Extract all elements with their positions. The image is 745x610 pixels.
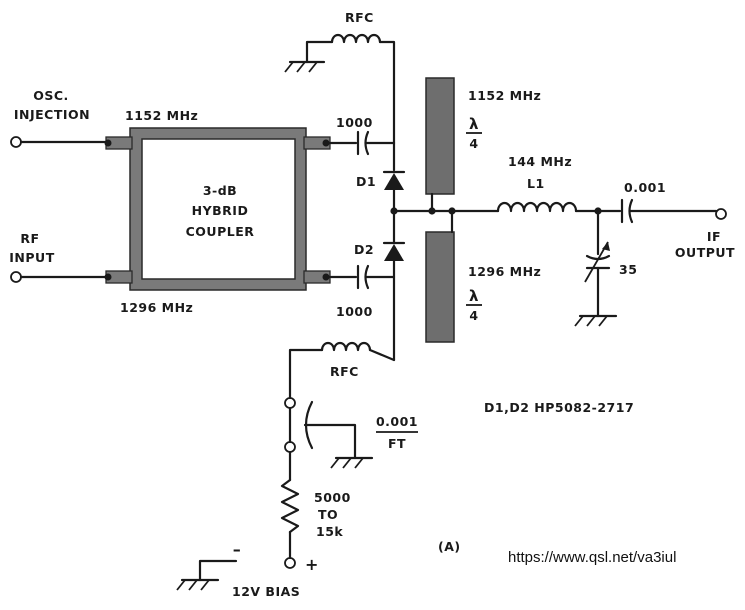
capacitor-1000-bottom [356,264,396,290]
ground-icon [330,456,374,469]
label-minus: – [233,540,242,559]
label-d1: D1 [356,174,376,189]
resistor-bias [280,478,300,534]
label-d2: D2 [354,242,374,257]
label-injection: INJECTION [14,107,90,122]
label-var-cap: 35 [619,262,637,277]
stub-1152 [425,77,455,195]
label-bias: 12V BIAS [232,584,300,599]
bias-positive-terminal [284,557,296,569]
label-four-top: 4 [469,136,478,151]
hybrid-coupler [104,127,331,291]
label-cap-top: 1000 [336,115,373,130]
label-four-bottom: 4 [469,308,478,323]
rfc-bottom [288,341,396,400]
label-coupler-line1: 3-dB [203,183,237,198]
label-resistor-3: 15k [316,524,343,539]
stub-1296 [425,231,455,343]
ground-icon [284,60,326,73]
label-output: OUTPUT [675,245,735,260]
label-stub-1152: 1152 MHz [468,88,541,103]
label-rfc-top: RFC [345,10,374,25]
label-plus: + [305,555,319,574]
feedthrough-capacitor [284,397,357,460]
label-ft: FT [388,436,406,451]
label-coupler-line3: COUPLER [186,224,255,239]
label-coupler-line2: HYBRID [192,203,249,218]
label-osc: OSC. [33,88,69,103]
label-input: INPUT [9,250,54,265]
label-diode-part: D1,D2 HP5082-2717 [484,400,634,415]
diode-d2 [382,241,406,261]
label-lambda-top: λ [469,115,479,133]
diode-d1 [382,170,406,190]
capacitor-0001-output [620,198,718,224]
label-144mhz: 144 MHz [508,154,572,169]
label-stub-1296: 1296 MHz [468,264,541,279]
label-l1: L1 [527,176,545,191]
label-if: IF [707,229,721,244]
label-cap-output: 0.001 [624,180,666,195]
rf-input-terminal [10,271,108,283]
label-rfc-bottom: RFC [330,364,359,379]
label-lambda-bottom: λ [469,287,479,305]
label-coupler-1296: 1296 MHz [120,300,193,315]
ground-icon [176,559,238,591]
label-figure: (A) [438,539,461,554]
label-cap-bottom: 1000 [336,304,373,319]
capacitor-1000-top [356,130,396,156]
label-coupler-1152: 1152 MHz [125,108,198,123]
label-resistor-2: TO [318,507,338,522]
label-rf: RF [20,231,39,246]
variable-capacitor-35 [584,209,611,318]
rfc-top [305,33,396,145]
osc-injection-terminal [10,136,108,148]
label-ft-value: 0.001 [376,414,418,429]
if-output-terminal [715,208,727,220]
ground-icon [574,314,618,327]
inductor-l1 [496,201,578,213]
label-resistor-1: 5000 [314,490,351,505]
source-url: https://www.qsl.net/va3iul [508,549,676,566]
